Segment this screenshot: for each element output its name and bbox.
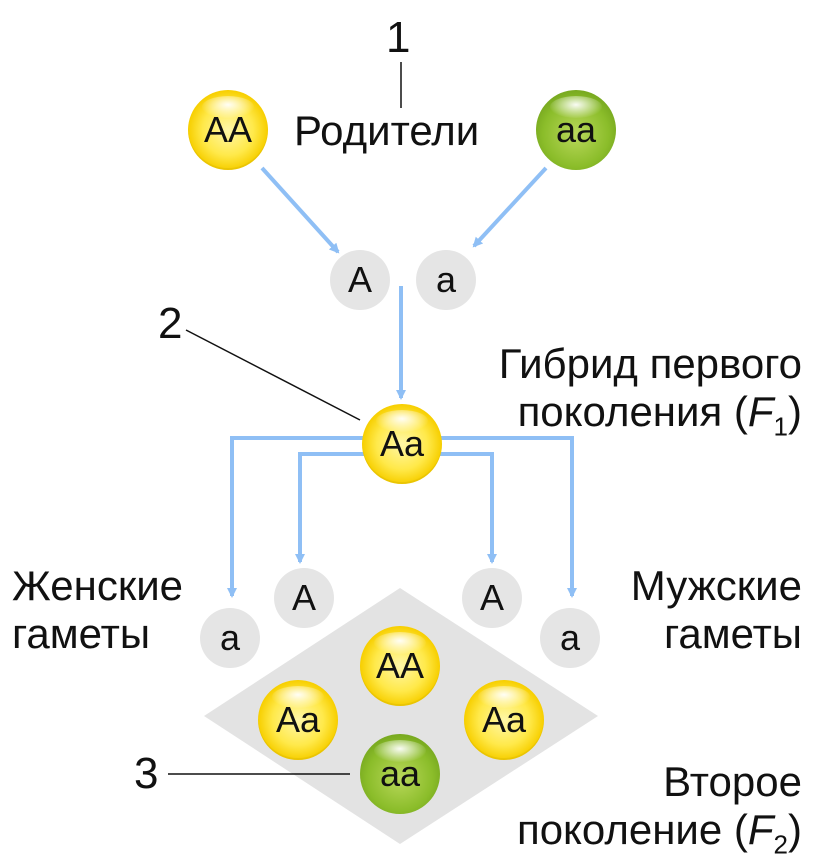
f2-recessive-ball: aa [360,734,440,814]
female-label-line1: Женские [12,562,184,609]
f1-hybrid-ball: Aa [362,404,442,484]
callout-2-number: 2 [158,299,183,348]
male-label-line2: гаметы [663,610,802,657]
female-label-line2: гаметы [12,610,151,657]
female-gametes-label: Женские гаметы [12,562,183,658]
parents-label: Родители [294,107,480,154]
f2-heterozygous-left-ball: Aa [258,680,338,760]
male-label-line1: Мужские [630,562,802,609]
male-gametes-label: Мужские гаметы [631,562,802,658]
branch-male-inner [438,452,497,564]
callout-2-line [185,329,361,421]
parent-dominant-ball: AA [188,90,268,170]
f2-label: Второе поколение (F2) [517,758,802,868]
parent-recessive-ball: aa [536,90,616,170]
f1-label: Гибрид первого поколения (F1) [499,340,802,450]
f2-heterozygous-right-ball: Aa [464,680,544,760]
arrow-parent-left [260,166,340,254]
male-gamete-recessive: a [540,608,600,668]
f2-label-line2: поколение (F2) [516,806,802,860]
branch-female-outer [227,436,364,598]
f1-label-line1: Гибрид первого [498,340,802,387]
callout-3-number: 3 [134,749,159,798]
parent-gamete-dominant: A [330,250,390,310]
branch-male-outer [438,436,577,598]
f1-label-line2: поколения (F1) [517,388,802,442]
female-gamete-dominant: A [274,568,334,628]
male-gamete-dominant: A [462,568,522,628]
callout-1-number: 1 [386,13,411,62]
f2-diamond [204,588,598,844]
female-gamete-recessive: a [200,608,260,668]
arrow-parent-right [472,166,548,248]
f2-label-line1: Второе [663,758,802,805]
branch-female-inner [295,452,364,564]
parent-gamete-recessive: a [416,250,476,310]
f2-dominant-homozygous-ball: AA [360,626,440,706]
